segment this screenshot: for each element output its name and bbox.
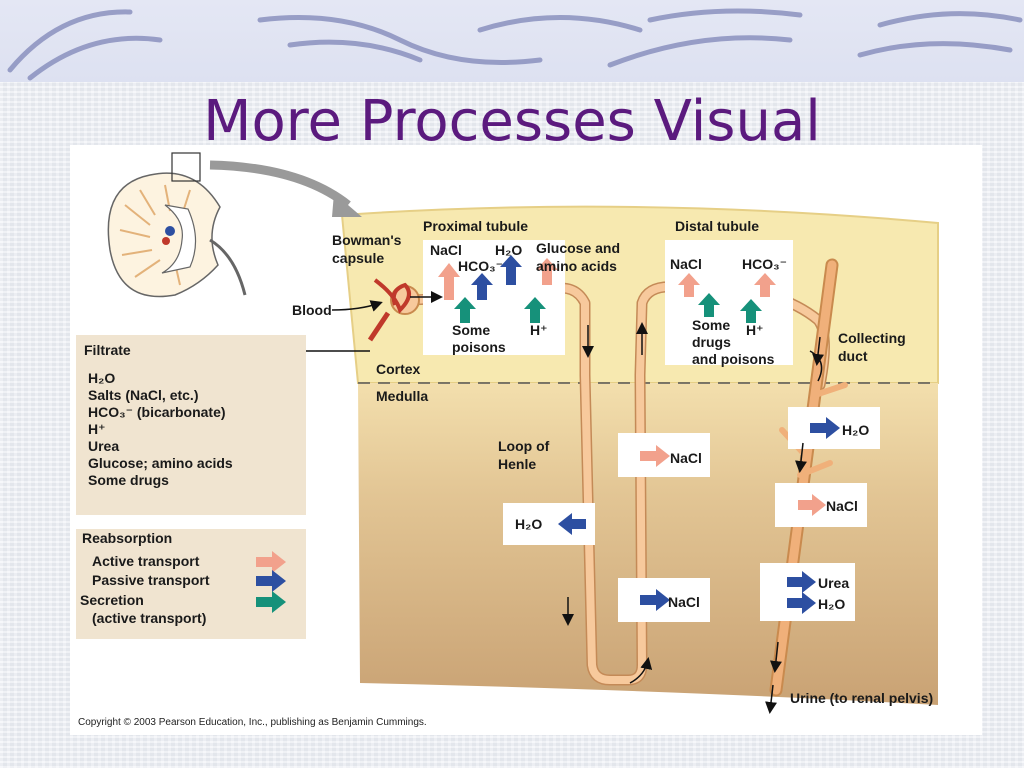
copyright-notice: Copyright © 2003 Pearson Education, Inc.… xyxy=(78,717,427,728)
proximal-glucose-2: amino acids xyxy=(536,258,617,274)
active-arrow-nacl-proximal xyxy=(438,263,460,300)
filtrate-title: Filtrate xyxy=(84,342,131,358)
filtrate-item: H₂O xyxy=(88,370,115,386)
label-urine: Urine (to renal pelvis) xyxy=(790,690,933,706)
passive-arrow-hco3 xyxy=(471,273,493,300)
slide-title: More Processes Visual xyxy=(203,89,821,154)
duct-nacl-label: NaCl xyxy=(826,498,858,514)
loop-nacl-upper-label: NaCl xyxy=(670,450,702,466)
proximal-nacl: NaCl xyxy=(430,242,462,258)
secretion-arrow-poisons xyxy=(454,297,476,323)
legend-active-label: Active transport xyxy=(92,553,200,569)
distal-nacl: NaCl xyxy=(670,256,702,272)
legend-secretion-label-2: (active transport) xyxy=(92,610,206,626)
label-collecting-2: duct xyxy=(838,348,868,364)
active-arrow-nacl-duct xyxy=(798,494,826,516)
nephron-svg: Proximal tubule Distal tubule Bowman's c… xyxy=(76,152,939,728)
proximal-h: H⁺ xyxy=(530,322,548,338)
duct-urea-label: Urea xyxy=(818,575,849,591)
label-collecting-1: Collecting xyxy=(838,330,906,346)
filtrate-item: Salts (NaCl, etc.) xyxy=(88,387,198,403)
active-arrow-hco3-distal xyxy=(754,273,776,297)
active-arrow-nacl-loop xyxy=(640,445,670,467)
passive-arrow-nacl-loop xyxy=(640,589,670,611)
filtrate-item: H⁺ xyxy=(88,421,106,437)
passive-arrow-h2o-duct xyxy=(810,417,840,439)
kidney-illustration xyxy=(107,152,362,298)
duct-urea-h2o-box xyxy=(760,563,855,621)
legend-active-swatch xyxy=(256,551,286,573)
label-blood: Blood xyxy=(292,302,332,318)
label-cortex: Cortex xyxy=(376,361,421,377)
nephron-diagram: Proximal tubule Distal tubule Bowman's c… xyxy=(70,145,982,735)
distal-hco3: HCO₃⁻ xyxy=(742,256,787,272)
legend-passive-label: Passive transport xyxy=(92,572,210,588)
glomerulus xyxy=(367,278,420,342)
label-proximal-tubule: Proximal tubule xyxy=(423,218,528,234)
active-arrow-glucose xyxy=(536,258,558,285)
medulla-region xyxy=(358,383,938,705)
label-medulla: Medulla xyxy=(376,388,428,404)
proximal-poisons-1: Some xyxy=(452,322,490,338)
label-distal-tubule: Distal tubule xyxy=(675,218,759,234)
passive-arrow-h2o-proximal xyxy=(500,255,522,285)
secretion-arrow-h-distal xyxy=(740,299,762,323)
label-loop-2: Henle xyxy=(498,456,536,472)
duct-h2o-lower-label: H₂O xyxy=(818,596,845,612)
proximal-h2o: H₂O xyxy=(495,242,522,258)
passive-arrow-urea xyxy=(787,571,816,593)
decorative-swirls xyxy=(7,8,1023,81)
duct-h2o-upper-label: H₂O xyxy=(842,422,869,438)
filtrate-item: Urea xyxy=(88,438,119,454)
distal-drugs-2: drugs xyxy=(692,334,731,350)
passive-arrow-h2o-duct-lower xyxy=(787,592,816,614)
secretion-arrow-drugs xyxy=(698,293,720,317)
proximal-glucose-1: Glucose and xyxy=(536,240,620,256)
distal-transport-box xyxy=(665,240,793,365)
distal-h: H⁺ xyxy=(746,322,764,338)
loop-h2o-label: H₂O xyxy=(515,516,542,532)
label-loop-1: Loop of xyxy=(498,438,550,454)
filtrate-item: HCO₃⁻ (bicarbonate) xyxy=(88,404,226,420)
proximal-hco3: HCO₃⁻ xyxy=(458,258,503,274)
distal-drugs-1: Some xyxy=(692,317,730,333)
distal-drugs-3: and poisons xyxy=(692,351,775,367)
legend-secretion-swatch xyxy=(256,591,286,613)
legend-passive-swatch xyxy=(256,570,286,592)
filtrate-item: Glucose; amino acids xyxy=(88,455,233,471)
decorative-header-band xyxy=(0,0,1024,82)
label-bowmans-2: capsule xyxy=(332,250,384,266)
legend-secretion-label-1: Secretion xyxy=(80,592,144,608)
label-bowmans-1: Bowman's xyxy=(332,232,402,248)
loop-nacl-lower-label: NaCl xyxy=(668,594,700,610)
legend-title: Reabsorption xyxy=(82,530,172,546)
secretion-arrow-h-proximal xyxy=(524,297,546,323)
proximal-poisons-2: poisons xyxy=(452,339,506,355)
active-arrow-nacl-distal xyxy=(678,273,700,297)
passive-arrow-h2o-loop xyxy=(558,513,586,535)
filtrate-box xyxy=(76,335,306,515)
filtrate-item: Some drugs xyxy=(88,472,169,488)
